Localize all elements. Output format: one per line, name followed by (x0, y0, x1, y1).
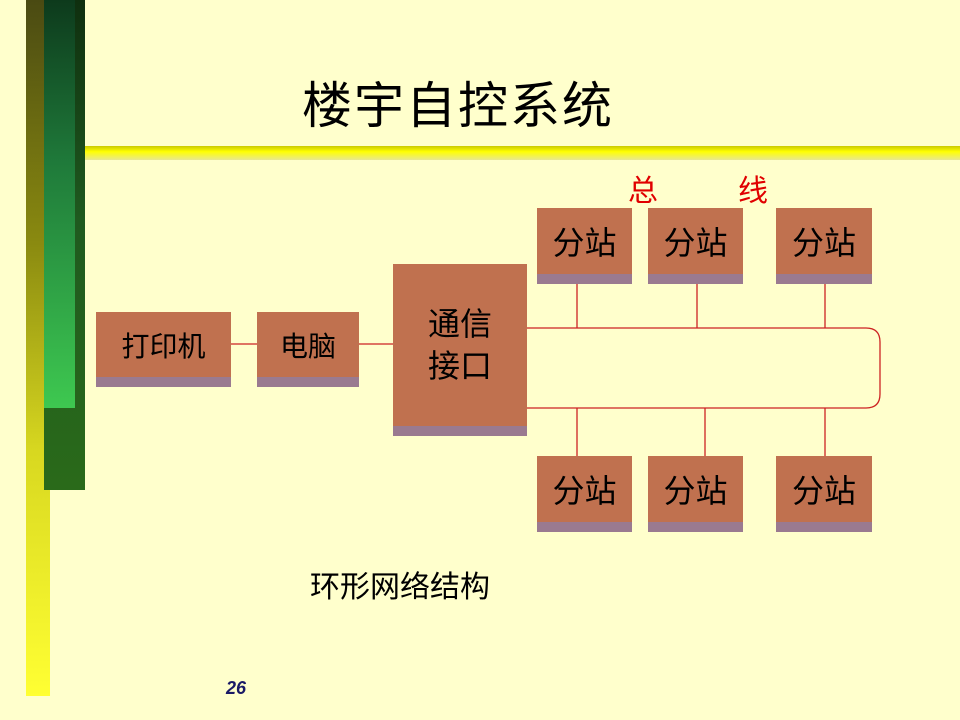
node-printer: 打印机 (96, 312, 231, 377)
node-comm-interface: 通信 接口 (393, 264, 527, 426)
ring-bus (527, 327, 881, 409)
node-station-top-3: 分站 (776, 208, 872, 274)
node-computer: 电脑 (257, 312, 359, 377)
node-station-top-2: 分站 (648, 208, 743, 274)
bus-label-part2: 线 (738, 174, 768, 209)
diagram-caption: 环形网络结构 (310, 570, 490, 605)
page-number: 26 (226, 678, 247, 698)
bus-label-part1: 总 (628, 174, 658, 209)
left-decor-bar-green (44, 0, 75, 408)
title-underline-rule (85, 146, 960, 160)
comm-interface-line2: 接口 (427, 347, 492, 385)
node-station-bottom-2: 分站 (648, 456, 743, 522)
node-station-bottom-3: 分站 (776, 456, 872, 522)
node-station-top-1: 分站 (537, 208, 632, 274)
slide-title: 楼宇自控系统 (302, 77, 614, 135)
node-station-bottom-1: 分站 (537, 456, 632, 522)
comm-interface-line1: 通信 (427, 305, 492, 343)
